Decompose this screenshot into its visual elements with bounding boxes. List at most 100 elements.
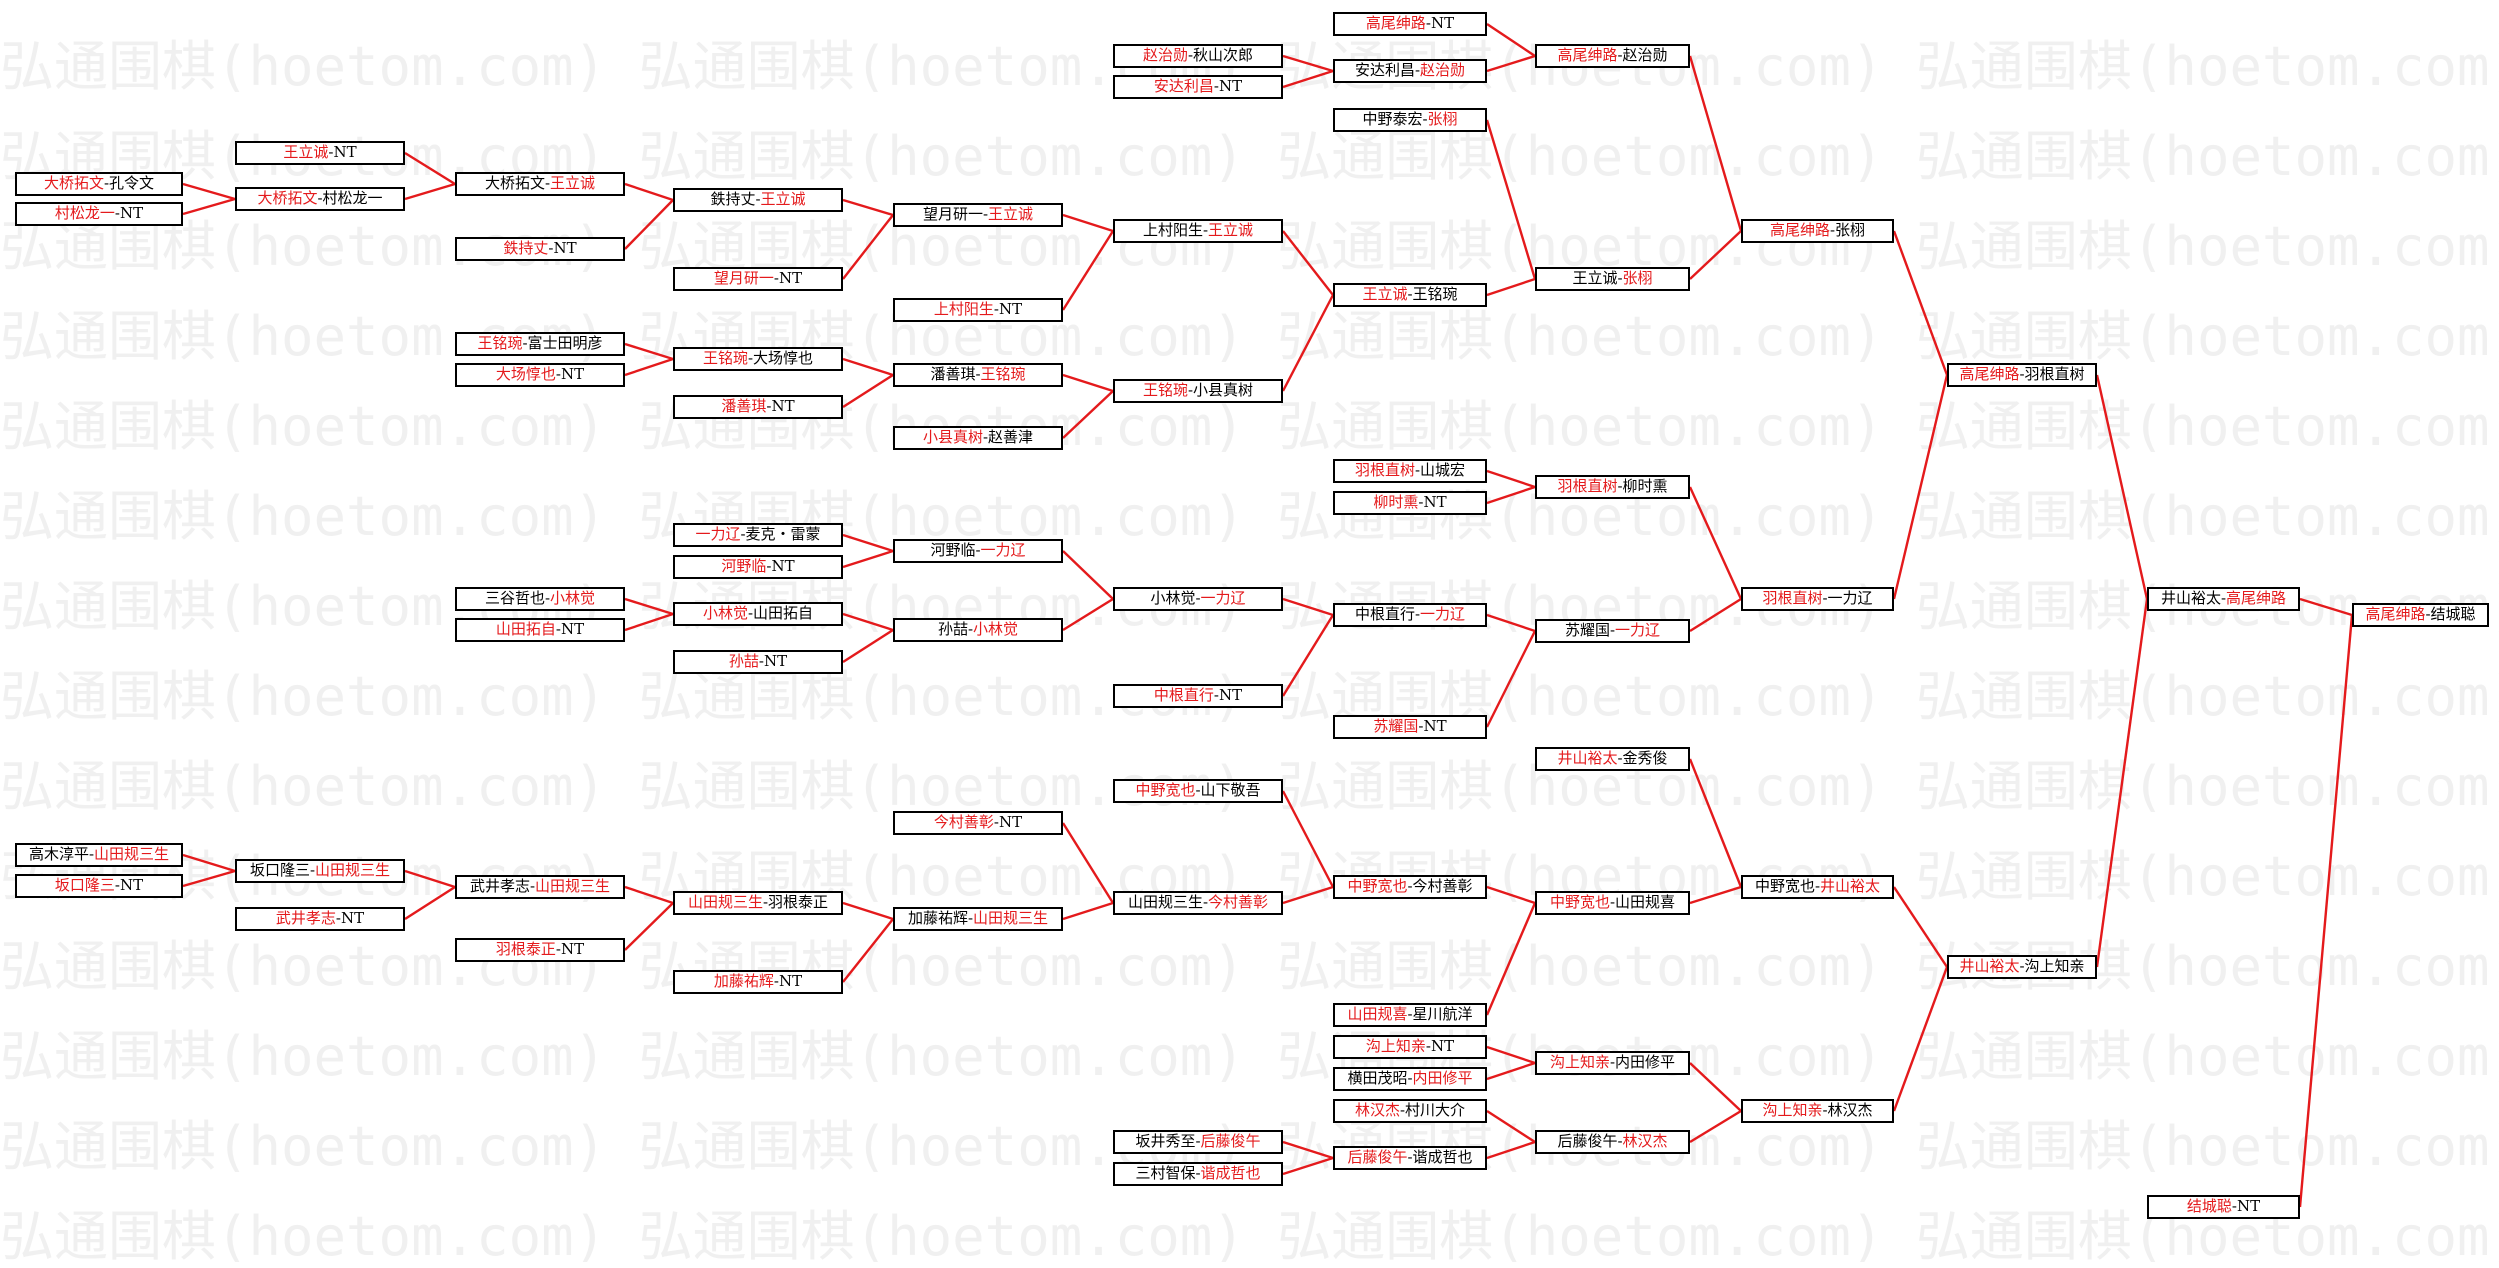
bracket-connector <box>624 182 674 202</box>
bracket-connector <box>624 357 674 377</box>
player-b: NT <box>771 397 795 415</box>
bracket-lines <box>182 23 2354 1208</box>
bracket-connector <box>842 901 894 921</box>
match-box: 井山裕太-沟上知亲 <box>1947 955 2097 979</box>
separator: - <box>766 557 772 575</box>
match-box: 安达利昌-NT <box>1113 75 1283 99</box>
player-b: 王铭琬 <box>1412 285 1458 303</box>
match-box: 上村阳生-王立诚 <box>1113 219 1283 243</box>
match-box: 沟上知亲-NT <box>1333 1035 1487 1059</box>
player-b: 秋山次郎 <box>1193 46 1254 64</box>
separator: - <box>1407 1069 1413 1087</box>
match-box: 高尾绅路-结城聪 <box>2352 603 2489 627</box>
player-a: 安达利昌 <box>1153 77 1214 95</box>
match-box: 山田规喜-星川航洋 <box>1333 1003 1487 1027</box>
match-box: 王立诚-张栩 <box>1535 267 1690 291</box>
bracket-connector <box>1485 119 1537 280</box>
bracket-connector <box>842 549 894 569</box>
separator: - <box>2220 589 2227 607</box>
player-b: 村松龙一 <box>322 189 383 207</box>
separator: - <box>773 269 779 287</box>
separator: - <box>747 349 754 367</box>
separator: - <box>335 909 341 927</box>
bracket-connector <box>1282 885 1334 905</box>
player-b: 结城聪 <box>2430 605 2476 623</box>
player-a: 坂井秀至 <box>1135 1132 1196 1150</box>
separator: - <box>529 877 536 895</box>
player-a: 坂口隆三 <box>54 876 115 894</box>
match-box: 今村善彰-NT <box>893 811 1063 835</box>
player-a: 武井孝志 <box>469 877 530 895</box>
separator: - <box>747 604 754 622</box>
match-box: 坂井秀至-后藤俊午 <box>1113 1130 1283 1154</box>
player-b: 一力辽 <box>1200 589 1246 607</box>
separator: - <box>982 428 989 446</box>
separator: - <box>1414 61 1421 79</box>
separator: - <box>755 190 761 208</box>
bracket-connector <box>1486 885 1536 905</box>
match-box: 潘善琪-NT <box>673 395 843 419</box>
match-box: 小林觉-一力辽 <box>1113 587 1283 611</box>
player-b: 今村善彰 <box>1208 893 1269 911</box>
match-box: 鉄持丈-NT <box>455 237 625 261</box>
bracket-connector <box>1062 597 1114 632</box>
bracket-connector <box>1062 390 1114 439</box>
bracket-connector <box>404 869 456 889</box>
player-a: 林汉杰 <box>1354 1101 1400 1119</box>
bracket-connector <box>1282 597 1334 617</box>
match-box: 苏耀国-一力辽 <box>1535 619 1690 643</box>
player-a: 高尾绅路 <box>1365 14 1426 32</box>
player-b: 王立诚 <box>988 205 1034 223</box>
bracket-connector <box>1281 790 1335 888</box>
match-box: 大场惇也-NT <box>455 363 625 387</box>
bracket-connector <box>404 182 456 201</box>
player-a: 中野宽也 <box>1549 893 1610 911</box>
player-a: 小林觉 <box>1150 589 1196 607</box>
bracket-connector <box>182 182 236 201</box>
separator: - <box>555 620 561 638</box>
match-box: 孙喆-小林觉 <box>893 618 1063 642</box>
match-box: 高尾绅路-NT <box>1333 12 1487 36</box>
separator: - <box>758 652 764 670</box>
player-b: 大场惇也 <box>753 349 814 367</box>
player-a: 王立诚 <box>283 143 329 161</box>
separator: - <box>1399 1101 1406 1119</box>
bracket-connector <box>842 533 894 553</box>
match-box: 结城聪-NT <box>2147 1195 2300 1219</box>
player-a: 结城聪 <box>2186 1197 2232 1215</box>
bracket-connector <box>2095 374 2149 600</box>
separator: - <box>975 365 981 383</box>
match-box: 中野宽也-山田规喜 <box>1535 891 1690 915</box>
separator: - <box>1414 605 1421 623</box>
separator: - <box>1617 749 1623 767</box>
player-b: 孔令文 <box>109 174 155 192</box>
match-box: 潘善琪-王铭琬 <box>893 363 1063 387</box>
match-box: 高尾绅路-张栩 <box>1741 219 1894 243</box>
separator: - <box>1425 1037 1431 1055</box>
player-a: 沟上知亲 <box>1762 1101 1823 1119</box>
match-box: 中根直行-一力辽 <box>1333 603 1487 627</box>
player-a: 后藤俊午 <box>1347 1148 1408 1166</box>
separator: - <box>967 909 974 927</box>
separator: - <box>114 876 120 894</box>
separator: - <box>103 174 110 192</box>
player-a: 柳时熏 <box>1373 493 1419 511</box>
match-box: 山田拓自-NT <box>455 618 625 642</box>
match-box: 三谷哲也-小林觉 <box>455 587 625 611</box>
player-b: NT <box>560 620 585 638</box>
separator: - <box>1617 269 1623 287</box>
player-a: 横田茂昭 <box>1347 1069 1408 1087</box>
player-a: 山田规三生 <box>687 893 763 911</box>
player-b: 山田规三生 <box>973 909 1049 927</box>
match-box: 林汉杰-村川大介 <box>1333 1099 1487 1123</box>
player-b: 张栩 <box>1427 110 1458 128</box>
player-a: 井山裕太 <box>1557 749 1618 767</box>
player-b: 赵治勋 <box>1420 61 1466 79</box>
player-b: 一力辽 <box>1615 621 1661 639</box>
match-box: 王立诚-王铭琬 <box>1333 283 1487 307</box>
player-b: NT <box>1218 77 1243 95</box>
bracket-connector <box>1892 374 1949 600</box>
bracket-connector <box>1486 1140 1536 1160</box>
player-b: NT <box>1218 686 1243 704</box>
match-box: 高木淳平-山田规三生 <box>15 843 183 867</box>
